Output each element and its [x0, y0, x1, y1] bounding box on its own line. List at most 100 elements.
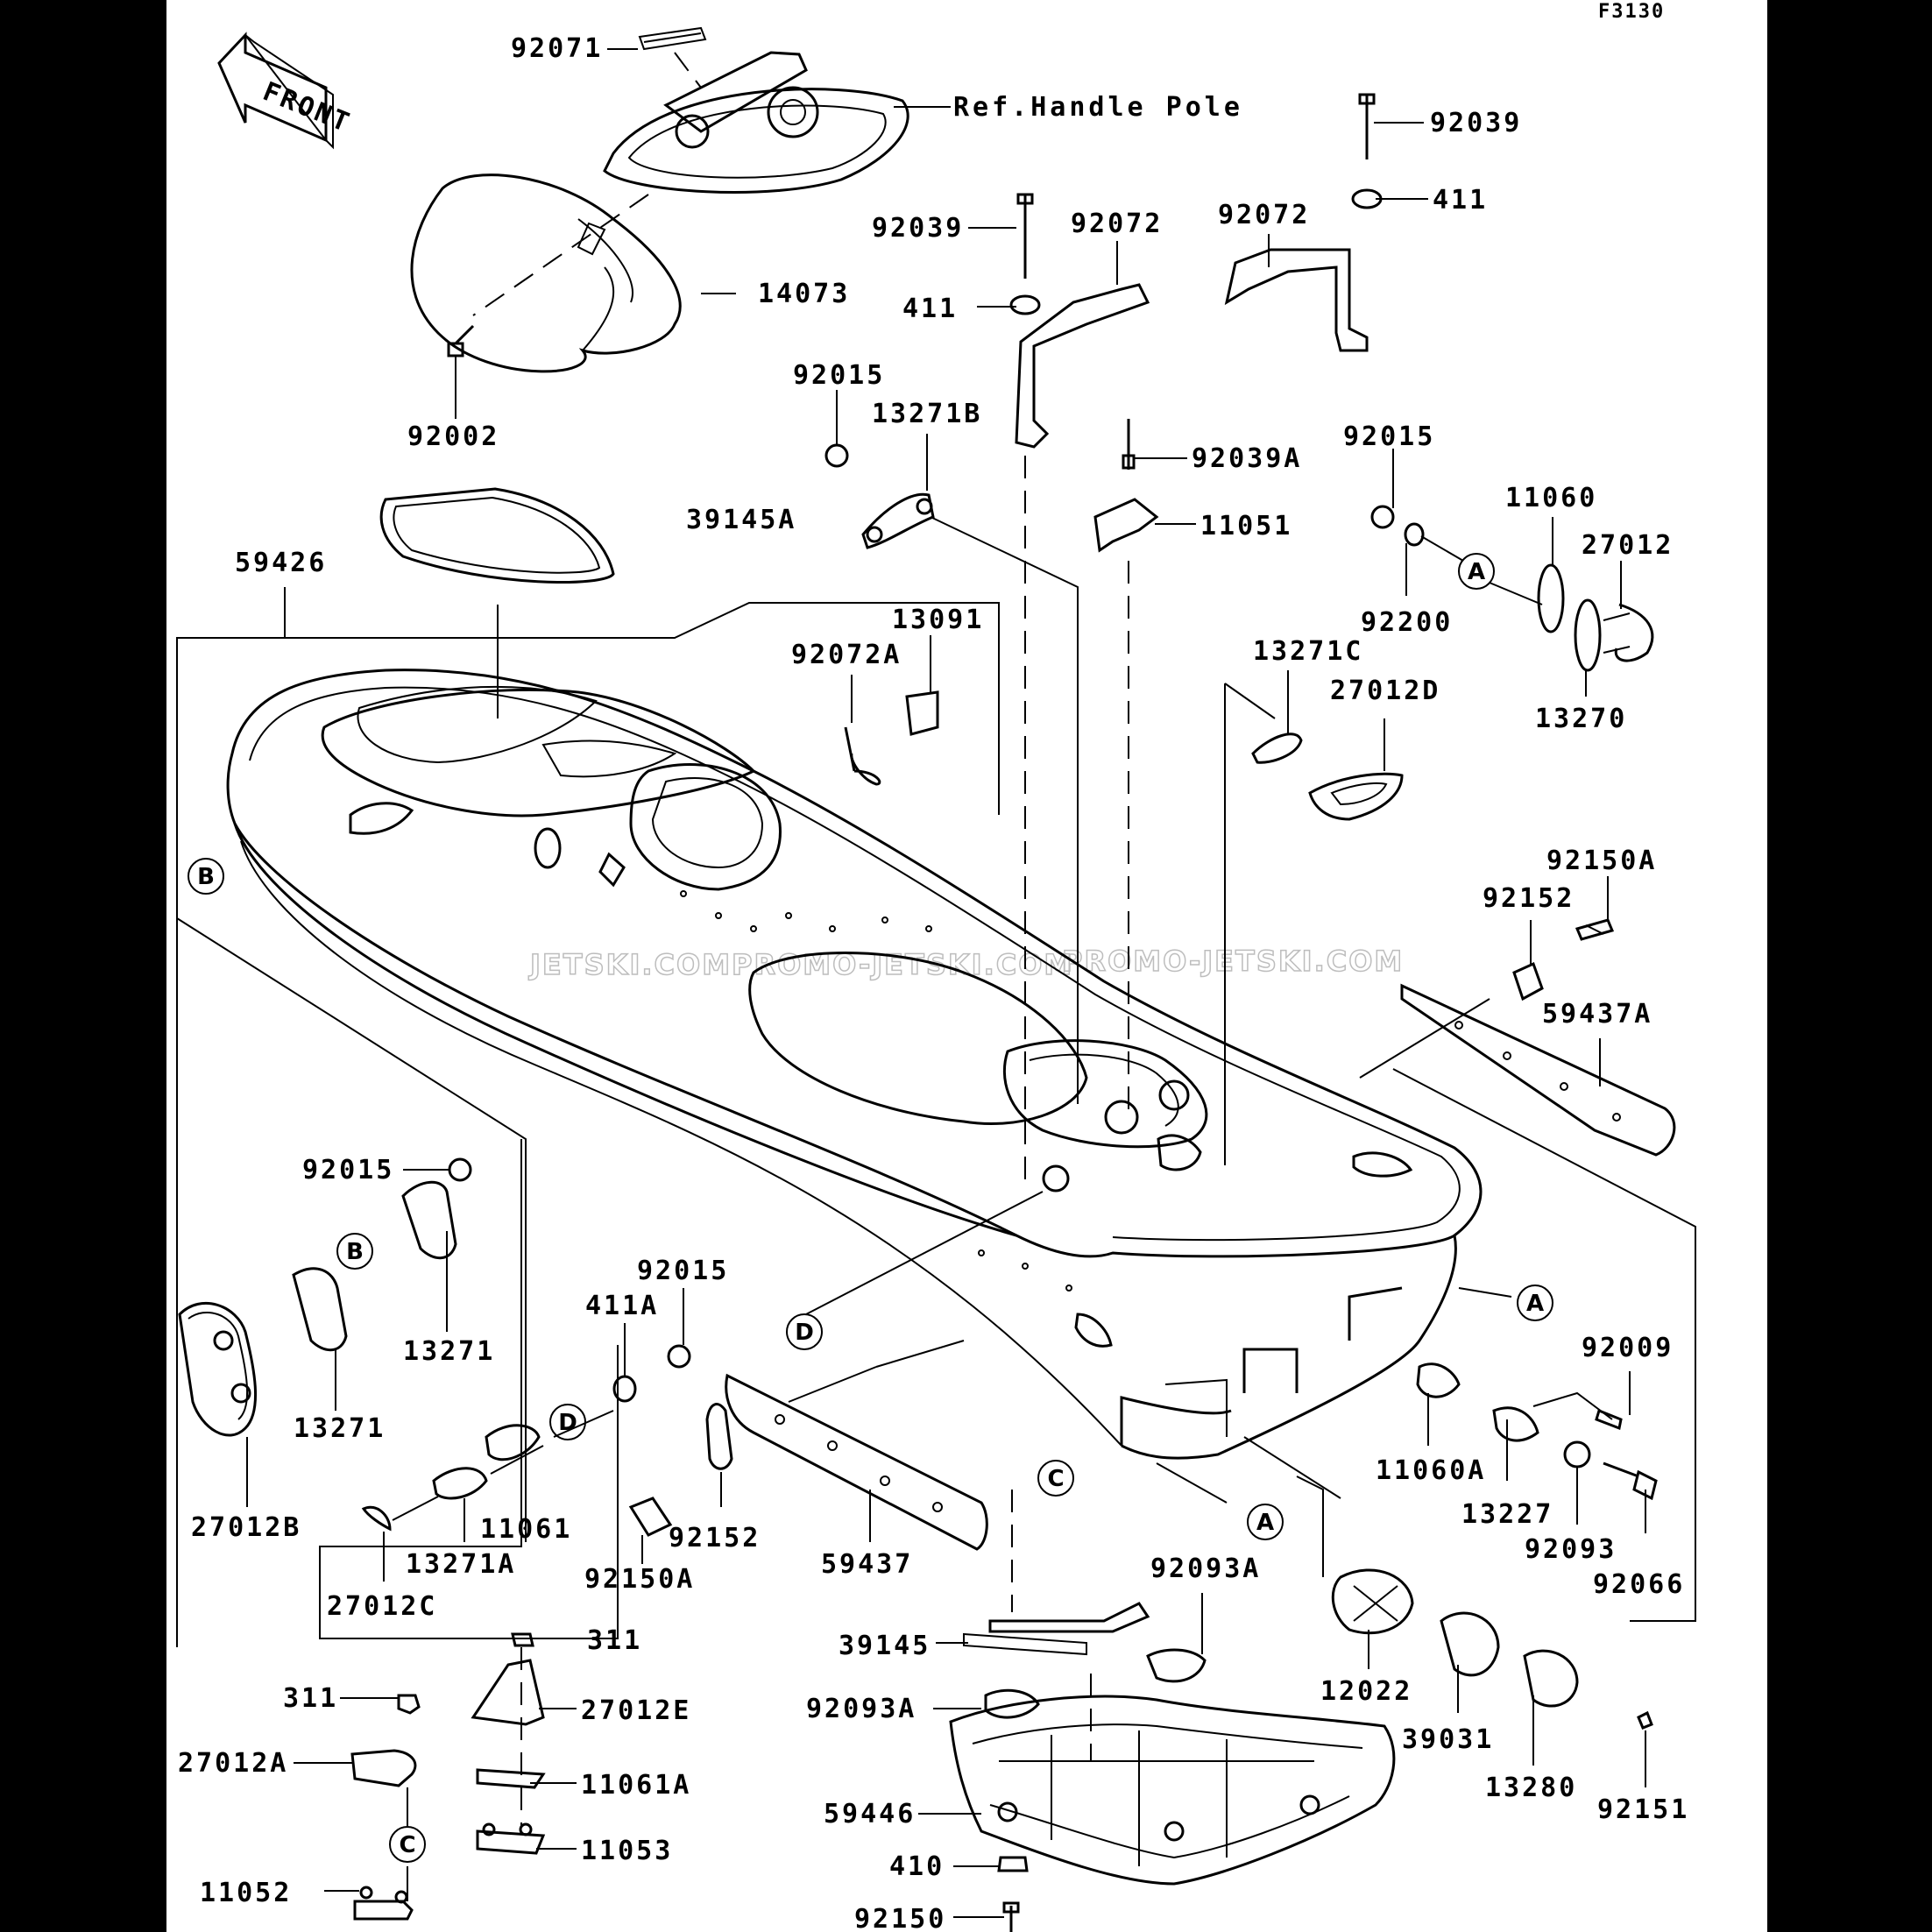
storage-hood — [410, 173, 682, 373]
part-label: 27012A — [178, 1748, 288, 1779]
mount-11061 — [361, 1344, 691, 1532]
part-label: 92039A — [1192, 443, 1302, 474]
part-label: 92066 — [1593, 1569, 1685, 1600]
part-label: 92200 — [1361, 607, 1453, 638]
svg-text:A: A — [1468, 559, 1485, 585]
part-label: 59437A — [1542, 999, 1652, 1030]
part-label: 92151 — [1597, 1794, 1689, 1825]
part-label: 13271A — [406, 1549, 516, 1580]
part-label: 13280 — [1485, 1773, 1577, 1803]
svg-text:D: D — [558, 1410, 577, 1436]
reference-note: Ref.Handle Pole — [953, 92, 1243, 123]
part-label: 92150A — [1546, 846, 1657, 876]
part-label: 11061 — [480, 1514, 572, 1545]
bracket-13271B — [824, 443, 1079, 1104]
part-label: 11061A — [581, 1770, 691, 1801]
rear-hardware — [1243, 1362, 1658, 1730]
part-label: 92039 — [872, 213, 964, 244]
part-label: 411 — [1433, 185, 1488, 216]
part-label: 410 — [889, 1851, 945, 1882]
watermark: PROMO-JETSKI.COM — [732, 948, 1073, 981]
part-label: 13271 — [294, 1413, 386, 1444]
callout-d-hull: D — [786, 1313, 823, 1350]
svg-text:C: C — [399, 1832, 415, 1858]
front-arrow-icon: FRONT — [217, 32, 356, 150]
part-label: 92039 — [1430, 108, 1522, 138]
callout-a-right: A — [1517, 1284, 1553, 1321]
part-label: 59437 — [821, 1549, 913, 1580]
part-label: 27012C — [327, 1591, 437, 1622]
callout-c-bracket: C — [389, 1826, 426, 1863]
handle-pole-cover — [603, 26, 909, 194]
bolt-92039-mid — [1009, 193, 1150, 1183]
hull-body — [226, 669, 1483, 1460]
callout-d-mount: D — [549, 1404, 586, 1440]
part-label: 11051 — [1200, 511, 1292, 541]
clip-13091 — [844, 690, 939, 786]
part-label: 92071 — [511, 33, 603, 64]
part-label: 92152 — [1483, 883, 1575, 914]
front-label: FRONT — [258, 76, 356, 139]
part-label: 411A — [585, 1291, 659, 1321]
part-label: 13270 — [1535, 704, 1627, 734]
part-label: 59426 — [235, 548, 327, 578]
part-label: 14073 — [758, 279, 850, 309]
part-label: 92015 — [793, 360, 885, 391]
svg-text:D: D — [795, 1320, 814, 1346]
part-label: 13271 — [403, 1336, 495, 1367]
part-label: 92072A — [791, 640, 902, 670]
part-label: 92015 — [1343, 421, 1435, 452]
part-label: 92150A — [584, 1564, 695, 1595]
part-label: 92093 — [1525, 1534, 1617, 1565]
leader-lines — [246, 48, 1646, 1918]
part-label: 11060A — [1376, 1455, 1486, 1486]
part-label: 11052 — [200, 1878, 292, 1908]
rub-rail-59437 — [628, 1340, 988, 1551]
part-label: 92093A — [1150, 1553, 1261, 1584]
part-label: 411 — [902, 294, 958, 324]
bracket-27012A — [350, 1694, 421, 1921]
part-labels: 92071 14073 92002 39145A 59426 92039 411… — [178, 33, 1689, 1932]
svg-text:A: A — [1256, 1510, 1274, 1536]
part-label: 311 — [587, 1625, 642, 1656]
callout-b-hull: B — [188, 858, 224, 895]
part-label: 13227 — [1461, 1499, 1553, 1530]
part-label: 11060 — [1505, 483, 1597, 513]
part-label: 311 — [283, 1683, 338, 1714]
part-label: 92093A — [806, 1694, 916, 1724]
part-label: 27012E — [581, 1695, 691, 1726]
part-label: 92002 — [407, 421, 499, 452]
bracket-11051 — [1093, 419, 1159, 1122]
part-label: 92152 — [669, 1523, 761, 1553]
callout-b-mount: B — [336, 1233, 373, 1270]
part-label: 13271C — [1253, 636, 1363, 667]
part-label: 13271B — [872, 399, 982, 429]
part-label: 27012D — [1330, 676, 1440, 706]
part-label: 92009 — [1582, 1333, 1674, 1363]
callout-c-hull: C — [1037, 1460, 1074, 1497]
part-label: 92150 — [854, 1904, 946, 1932]
cover-13271C — [1224, 683, 1404, 1165]
svg-text:B: B — [197, 864, 215, 890]
watermark: JETSKI.COM — [528, 948, 732, 981]
part-label: 39145A — [686, 505, 796, 535]
diagram-sheet — [166, 0, 1767, 1932]
hatch-seal — [379, 487, 615, 718]
part-label: 13091 — [892, 605, 984, 635]
part-label: 92072 — [1218, 200, 1310, 230]
bracket-11060 — [1370, 505, 1654, 672]
part-label: 39145 — [839, 1631, 931, 1661]
part-label: 11053 — [581, 1836, 673, 1866]
svg-text:B: B — [346, 1239, 364, 1265]
part-label: 39031 — [1402, 1724, 1494, 1755]
part-label: 27012B — [191, 1512, 301, 1543]
callout-a-bottom: A — [1247, 1504, 1284, 1540]
svg-text:C: C — [1047, 1466, 1064, 1492]
svg-text:A: A — [1526, 1291, 1544, 1317]
watermark: PROMO-JETSKI.COM — [1062, 945, 1404, 978]
part-label: 12022 — [1320, 1676, 1412, 1707]
fastener-410 — [997, 1856, 1029, 1932]
bracket-27012E — [471, 1632, 546, 1855]
part-label: 59446 — [824, 1799, 916, 1829]
